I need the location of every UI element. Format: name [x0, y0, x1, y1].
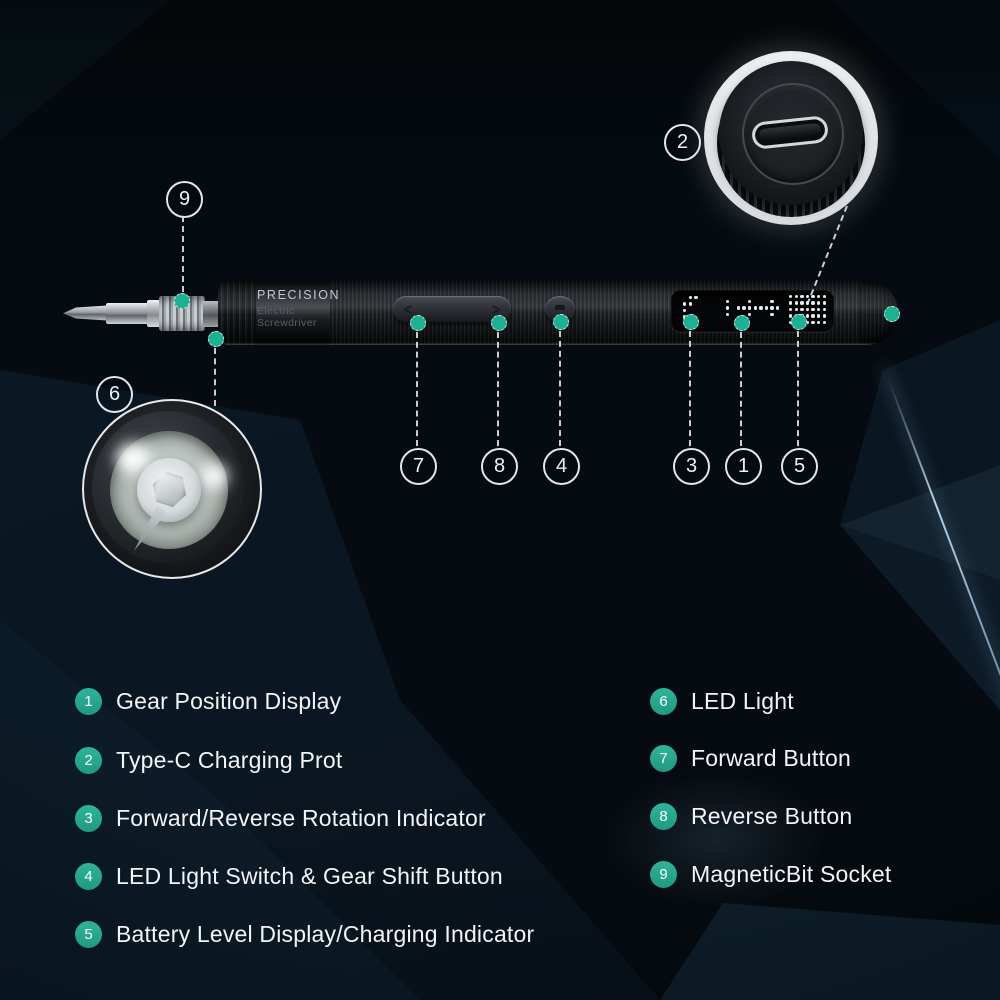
callout-marker-9: 9	[166, 181, 203, 218]
connector-line-3	[689, 331, 691, 446]
reverse-chevron-icon: >	[491, 299, 500, 319]
legend-item-1: 1 Gear Position Display	[75, 688, 341, 715]
legend-item-9: 9 MagneticBit Socket	[650, 861, 891, 888]
callout-marker-2: 2	[664, 124, 701, 161]
light-icon	[555, 305, 565, 310]
legend-label-5: Battery Level Display/Charging Indicator	[116, 921, 535, 947]
body-front-collar	[218, 281, 258, 345]
connector-line-6	[214, 348, 216, 406]
legend-badge-4: 4	[75, 863, 102, 890]
phillips-bit-tip	[63, 305, 109, 321]
brand-text: PRECISION	[257, 288, 341, 302]
bit-shank	[106, 303, 150, 324]
callout-marker-4-number: 4	[555, 455, 568, 477]
callout-marker-8: 8	[481, 448, 518, 485]
legend-label-3: Forward/Reverse Rotation Indicator	[116, 805, 486, 831]
legend-badge-1: 1	[75, 688, 102, 715]
callout-marker-1: 1	[725, 448, 762, 485]
legend-item-2: 2 Type-C Charging Prot	[75, 747, 342, 774]
legend-label-7: Forward Button	[691, 745, 852, 771]
legend-label-8: Reverse Button	[691, 803, 853, 829]
led-glow-icon	[200, 463, 228, 489]
anchor-dot-led-switch	[553, 314, 569, 330]
anchor-dot-bit-socket	[174, 293, 190, 309]
legend-badge-7: 7	[650, 745, 677, 772]
callout-marker-8-number: 8	[493, 455, 506, 477]
anchor-dot-type-c-port	[884, 306, 900, 322]
callout-marker-6: 6	[96, 376, 133, 413]
diagonal-light-beam	[883, 367, 1000, 981]
brand-subtitle: Electric Screwdriver	[257, 305, 317, 329]
legend-label-4: LED Light Switch & Gear Shift Button	[116, 863, 503, 889]
callout-marker-1-number: 1	[737, 455, 750, 477]
forward-chevron-icon: <	[404, 299, 413, 319]
brand-subtitle-line2: Screwdriver	[257, 316, 317, 329]
type-c-port-inset	[704, 51, 878, 225]
callout-marker-5-number: 5	[793, 455, 806, 477]
legend-label-6: LED Light	[691, 688, 794, 714]
legend-label-2: Type-C Charging Prot	[116, 747, 343, 773]
callout-marker-7: 7	[400, 448, 437, 485]
legend-item-6: 6 LED Light	[650, 688, 794, 715]
callout-marker-4: 4	[543, 448, 580, 485]
brand-subtitle-line1: Electric	[257, 305, 295, 317]
callout-marker-9-number: 9	[178, 188, 191, 210]
legend-badge-8: 8	[650, 803, 677, 830]
legend-item-4: 4 LED Light Switch & Gear Shift Button	[75, 863, 503, 890]
legend-badge-6: 6	[650, 688, 677, 715]
connector-line-7	[416, 332, 418, 446]
connector-line-8	[497, 332, 499, 446]
anchor-dot-gear-display	[734, 315, 750, 331]
legend-label-9: MagneticBit Socket	[691, 861, 892, 887]
socket-neck	[203, 301, 220, 327]
callout-marker-7-number: 7	[412, 455, 425, 477]
legend-badge-2: 2	[75, 747, 102, 774]
connector-line-1	[740, 332, 742, 446]
led-light-inset	[82, 399, 262, 579]
anchor-dot-led-light	[208, 331, 224, 347]
legend-item-7: 7 Forward Button	[650, 745, 851, 772]
anchor-dot-reverse-button	[491, 315, 507, 331]
legend-item-5: 5 Battery Level Display/Charging Indicat…	[75, 921, 534, 948]
legend-badge-3: 3	[75, 805, 102, 832]
callout-marker-5: 5	[781, 448, 818, 485]
connector-line-5	[797, 331, 799, 446]
connector-line-9	[182, 216, 184, 292]
collar-ring	[147, 300, 160, 327]
type-c-port-cavity	[758, 122, 822, 143]
legend-badge-5: 5	[75, 921, 102, 948]
legend-item-3: 3 Forward/Reverse Rotation Indicator	[75, 805, 486, 832]
callout-marker-6-number: 6	[108, 383, 121, 405]
anchor-dot-forward-button	[410, 315, 426, 331]
callout-marker-3-number: 3	[685, 455, 698, 477]
anchor-dot-rotation-indicator	[683, 314, 699, 330]
callout-marker-3: 3	[673, 448, 710, 485]
legend-item-8: 8 Reverse Button	[650, 803, 852, 830]
connector-line-4	[559, 331, 561, 446]
legend-badge-9: 9	[650, 861, 677, 888]
callout-marker-2-number: 2	[676, 131, 689, 153]
legend-label-1: Gear Position Display	[116, 688, 342, 714]
anchor-dot-battery-display	[791, 314, 807, 330]
